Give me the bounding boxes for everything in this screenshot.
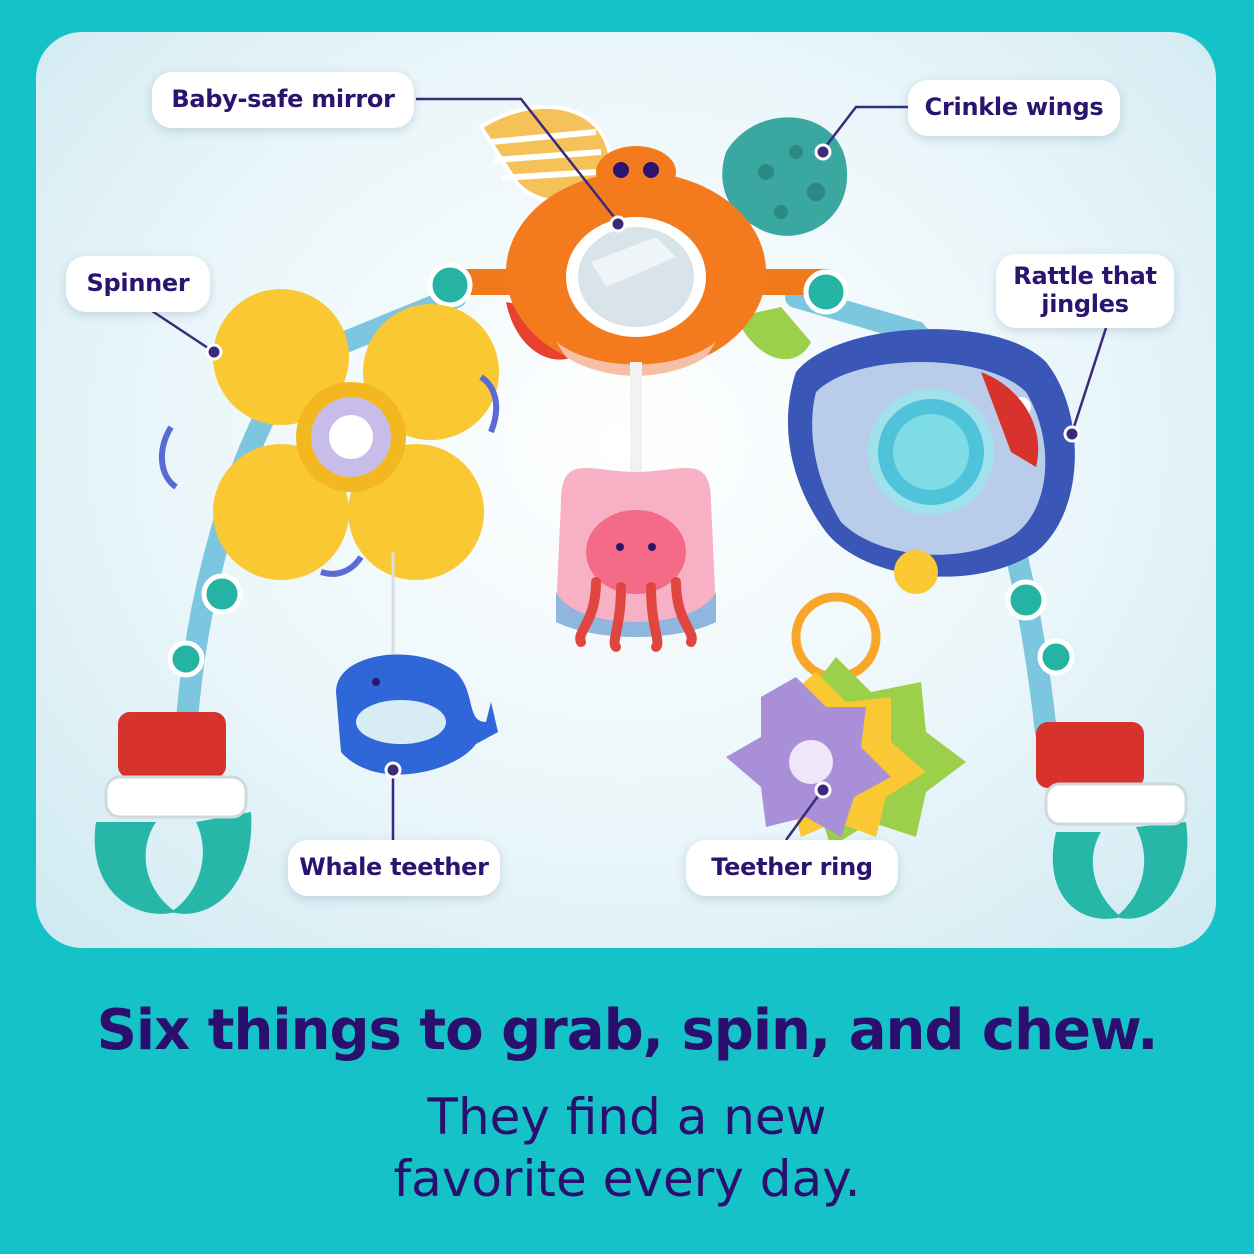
callout-connectors <box>145 97 1108 841</box>
right-clip <box>1036 722 1188 919</box>
arch-joints <box>167 262 1075 678</box>
subline: They find a new favorite every day. <box>393 1088 861 1208</box>
fish-rattle <box>787 329 1075 594</box>
callout-baby-safe-mirror: Baby-safe mirror <box>152 72 414 128</box>
teether-ring <box>726 592 966 847</box>
left-clip <box>94 712 252 914</box>
spinner-toy <box>158 289 500 580</box>
product-photo-panel: Baby-safe mirror Crinkle wings Spinner R… <box>36 32 1216 948</box>
callout-spinner: Spinner <box>66 256 210 312</box>
crinkle-wings <box>478 104 848 360</box>
whale-teether <box>336 552 498 775</box>
callout-whale-teether: Whale teether <box>288 840 500 896</box>
jellyfish-toy <box>556 362 716 652</box>
callout-crinkle-wings: Crinkle wings <box>908 80 1120 136</box>
callout-teether-ring: Teether ring <box>686 840 898 896</box>
toy-arch-illustration <box>94 97 1188 919</box>
headline: Six things to grab, spin, and chew. <box>96 998 1159 1063</box>
crab-mirror <box>506 146 766 376</box>
callout-rattle: Rattle that jingles <box>996 254 1174 328</box>
